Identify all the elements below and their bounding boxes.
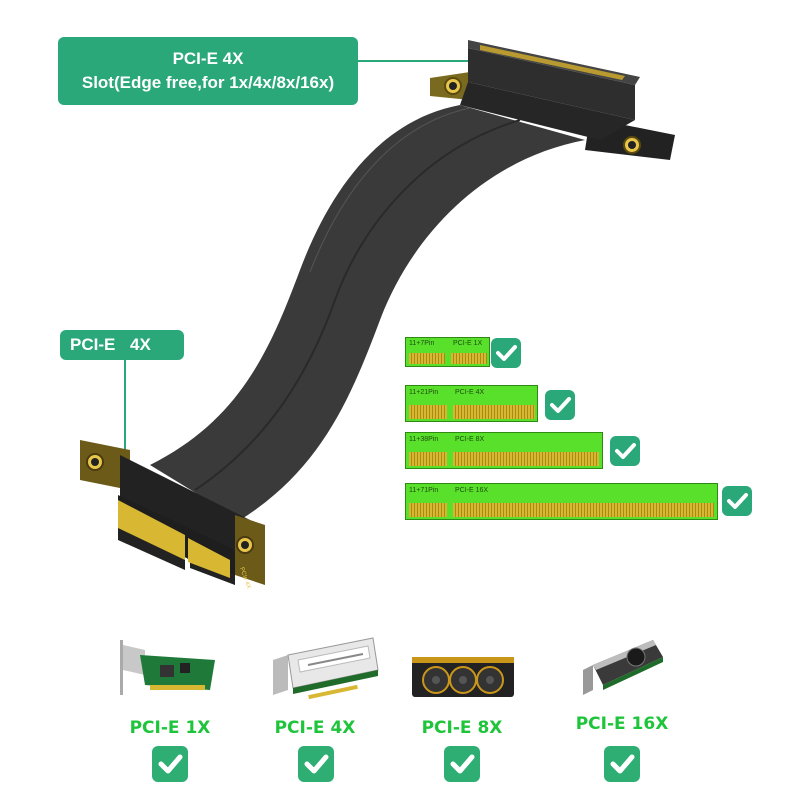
compat-slot-1x: 11+7Pin PCI-E 1X <box>405 337 490 367</box>
check-icon <box>298 746 334 782</box>
slot-label: PCI-E 1X <box>453 340 483 347</box>
slot-callout-leader <box>358 60 468 62</box>
check-icon <box>152 746 188 782</box>
compat-slot-8x: 11+38Pin PCI-E 8X <box>405 432 603 469</box>
pin-count-label: 11+38Pin <box>409 436 439 443</box>
slot-label: PCI-E 8X <box>455 436 485 443</box>
device-label-16x: PCI-E 16X <box>575 714 669 734</box>
graphics-card-icon <box>412 657 514 697</box>
top-slot-pcb <box>430 72 675 160</box>
network-card-icon <box>120 640 215 695</box>
check-icon <box>491 338 521 368</box>
device-label-8x: PCI-E 8X <box>421 718 503 738</box>
check-icon <box>545 390 575 420</box>
check-icon <box>604 746 640 782</box>
pin-count-label: 11+71Pin <box>409 487 439 494</box>
slot-callout-title: PCI-E 4X <box>172 49 244 68</box>
check-icon <box>610 436 640 466</box>
raid-card-icon <box>273 637 379 700</box>
compat-slot-16x: 11+71Pin PCI-E 16X <box>405 483 718 520</box>
top-pcie-slot <box>460 40 640 140</box>
device-label-4x: PCI-E 4X <box>274 718 356 738</box>
flex-ribbon-cable <box>150 105 585 520</box>
gpu-card-icon <box>583 640 663 695</box>
pin-count-label: 11+7Pin <box>409 340 435 347</box>
connector-callout-leader <box>124 360 126 490</box>
riser-cable-illustration: PCIe 4X <box>80 40 675 590</box>
compat-slot-4x: 11+21Pin PCI-E 4X <box>405 385 538 422</box>
slot-label: PCI-E 16X <box>455 487 489 494</box>
connector-callout: PCI-E 4X <box>60 330 184 360</box>
slot-label: PCI-E 4X <box>455 389 485 396</box>
slot-callout: PCI-E 4X Slot(Edge free,for 1x/4x/8x/16x… <box>58 37 358 105</box>
slot-callout-subtitle: Slot(Edge free,for 1x/4x/8x/16x) <box>81 73 335 92</box>
check-icon <box>722 486 752 516</box>
pin-count-label: 11+21Pin <box>409 389 439 396</box>
device-label-1x: PCI-E 1X <box>129 718 211 738</box>
gold-fingers <box>118 500 230 578</box>
check-icon <box>444 746 480 782</box>
